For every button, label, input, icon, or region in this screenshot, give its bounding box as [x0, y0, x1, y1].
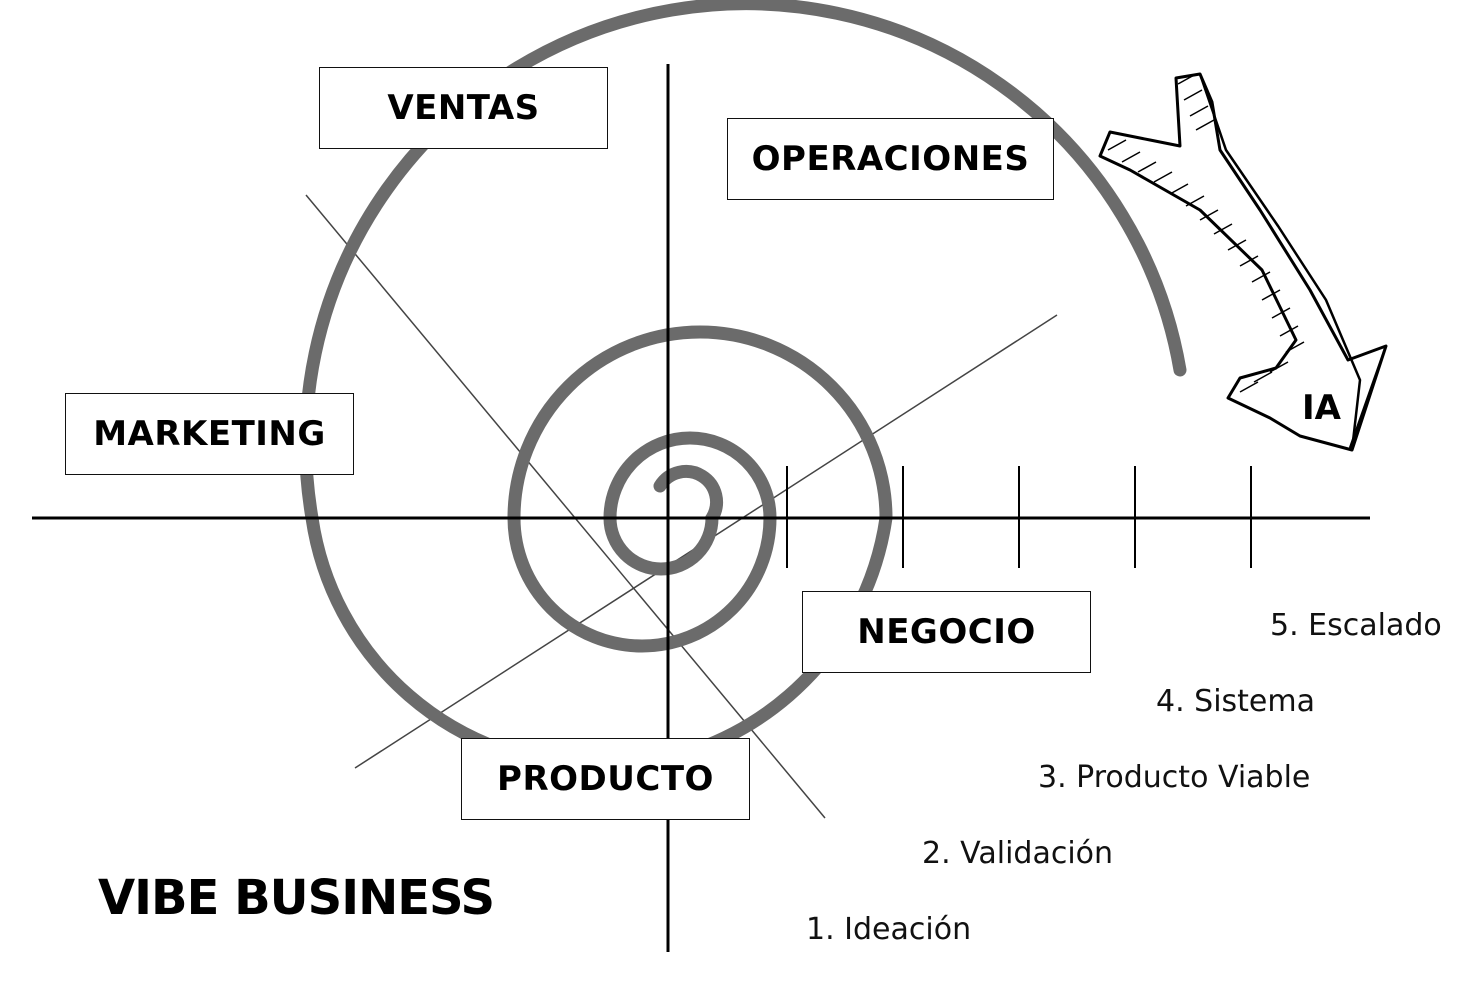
box-operaciones: OPERACIONES	[727, 118, 1054, 200]
box-negocio: NEGOCIO	[802, 591, 1091, 673]
label-producto: PRODUCTO	[497, 759, 714, 799]
stage-label: 2. Validación	[922, 836, 1113, 871]
box-ventas: VENTAS	[319, 67, 608, 149]
stage-label: 4. Sistema	[1156, 684, 1315, 719]
stage-label: 1. Ideación	[806, 912, 971, 947]
box-producto: PRODUCTO	[461, 738, 750, 820]
box-marketing: MARKETING	[65, 393, 354, 475]
label-marketing: MARKETING	[93, 414, 326, 454]
stage-label: 5. Escalado	[1270, 608, 1442, 643]
label-ventas: VENTAS	[387, 88, 539, 128]
page-title: VIBE BUSINESS	[98, 870, 494, 926]
label-operaciones: OPERACIONES	[752, 139, 1030, 179]
ia-label: IA	[1302, 388, 1341, 428]
stage-label: 3. Producto Viable	[1038, 760, 1310, 795]
label-negocio: NEGOCIO	[857, 612, 1036, 652]
